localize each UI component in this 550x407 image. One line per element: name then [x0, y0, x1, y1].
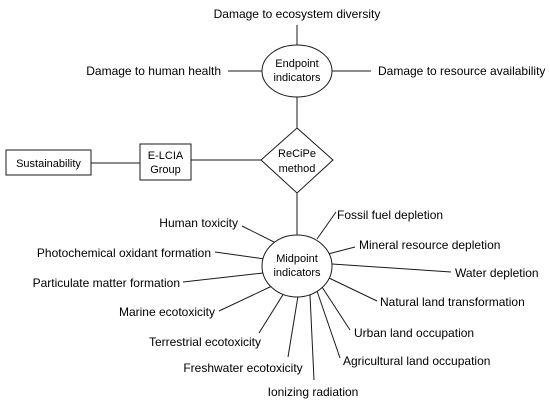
endpoint-indicators-node: Endpoint indicators [261, 44, 333, 98]
label-human-toxicity: Human toxicity [159, 216, 238, 230]
edge-midpoint-photochemical [214, 251, 266, 260]
elcia-line2: Group [150, 164, 181, 176]
edge-midpoint-water [331, 263, 452, 273]
label-damage-resource: Damage to resource availability [378, 64, 545, 78]
label-fossil: Fossil fuel depletion [337, 208, 443, 222]
label-agricultural: Agricultural land occupation [343, 354, 490, 368]
endpoint-line2: indicators [273, 72, 321, 84]
edge-midpoint-particulate [182, 272, 264, 283]
label-urban-land: Urban land occupation [354, 326, 474, 340]
label-ionizing: Ionizing radiation [268, 385, 359, 399]
recipe-method-node: ReCiPe method [260, 127, 334, 194]
edge-midpoint-natural-land [328, 277, 378, 302]
edge-midpoint-agricultural [316, 290, 341, 359]
midpoint-line2: indicators [273, 267, 321, 279]
edge-midpoint-human-toxicity [241, 225, 279, 245]
elcia-line1: E-LCIA [148, 150, 184, 162]
label-mineral: Mineral resource depletion [359, 238, 500, 252]
label-photochemical: Photochemical oxidant formation [37, 246, 211, 260]
edge-midpoint-terrestrial [258, 292, 285, 334]
midpoint-indicators-node: Midpoint indicators [261, 234, 333, 298]
edge-midpoint-fossil [316, 211, 337, 240]
recipe-line2: method [279, 163, 316, 175]
endpoint-line1: Endpoint [275, 58, 318, 70]
elcia-group-node: E-LCIA Group [139, 143, 192, 181]
label-marine: Marine ecotoxicity [119, 305, 215, 319]
edge-midpoint-marine [218, 285, 273, 312]
edge-midpoint-mineral [327, 246, 356, 255]
recipe-line1: ReCiPe [278, 148, 316, 160]
midpoint-line1: Midpoint [276, 253, 318, 265]
label-freshwater: Freshwater ecotoxicity [183, 361, 302, 375]
label-natural-land: Natural land transformation [380, 295, 525, 309]
sustainability-label: Sustainability [16, 158, 81, 170]
label-damage-human-health: Damage to human health [86, 64, 221, 78]
sustainability-node: Sustainability [5, 149, 92, 176]
label-water: Water depletion [455, 266, 539, 280]
label-damage-ecosystem: Damage to ecosystem diversity [214, 7, 381, 21]
label-terrestrial: Terrestrial ecotoxicity [149, 335, 261, 349]
edge-midpoint-ionizing [309, 294, 315, 381]
edge-midpoint-freshwater [287, 295, 299, 358]
edge-midpoint-urban-land [321, 286, 351, 331]
label-particulate: Particulate matter formation [33, 276, 180, 290]
